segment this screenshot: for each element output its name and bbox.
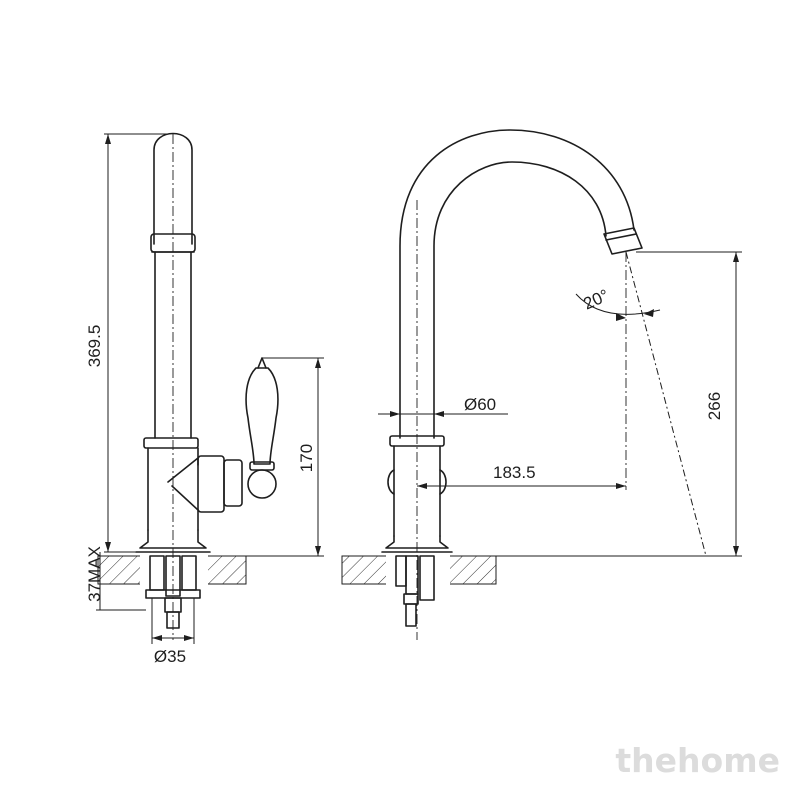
side-handle-housing <box>197 455 225 513</box>
spout-angle-label: 20° <box>581 286 612 314</box>
side-handle-knob <box>247 469 277 499</box>
base-diameter-front-label: Ø60 <box>464 395 496 414</box>
handle-height-label: 170 <box>297 444 316 472</box>
side-collar <box>143 437 199 449</box>
front-aerator <box>603 227 643 255</box>
water-stream-line <box>625 251 707 557</box>
side-spout-top <box>153 132 193 245</box>
base-diameter-side-label: Ø35 <box>154 647 186 666</box>
front-stud-right <box>419 555 435 601</box>
side-view: 369.5 37MAX 170 Ø35 <box>85 132 324 666</box>
side-handle-lever <box>245 367 279 465</box>
front-view: 20° Ø60 183.5 266 <box>341 129 742 640</box>
front-spout-inner <box>433 161 607 439</box>
watermark-logo: thehome <box>615 741 780 780</box>
front-hose-fitting <box>405 603 417 627</box>
front-spout-outer <box>399 129 635 439</box>
total-height-label: 369.5 <box>85 325 104 368</box>
front-body <box>393 445 441 537</box>
reach-label: 183.5 <box>493 463 536 482</box>
spout-height-label: 266 <box>705 392 724 420</box>
mount-thickness-label: 37MAX <box>85 546 104 602</box>
